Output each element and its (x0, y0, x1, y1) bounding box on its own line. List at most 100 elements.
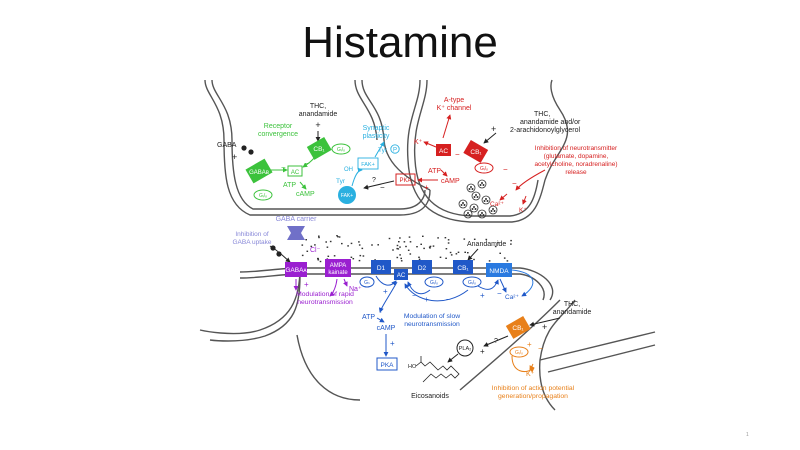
atp-to-camp-arrow (299, 181, 307, 190)
cb1-receptor-blue (453, 260, 473, 274)
nmda-label: NMDA (489, 268, 509, 275)
neurotransmitter-dot (318, 236, 320, 239)
neurotransmitter-dot (439, 256, 442, 258)
vesicle-content (469, 185, 472, 188)
vesicle (488, 205, 498, 215)
ac-blue-label: AC (397, 273, 406, 279)
neurotransmitter-dot (444, 237, 447, 239)
vesicle (466, 183, 476, 193)
vesicle-content (486, 199, 489, 202)
vesicle-content (468, 187, 471, 190)
cb1-receptor-orange (505, 315, 531, 339)
vesicle-content (471, 207, 474, 210)
neurotransmitter-inhibition-label-3: acetylcholine, noradrenaline) (534, 161, 617, 168)
vesicle-content (483, 199, 486, 202)
atype-k-channel-label-2: K⁺ channel (437, 105, 472, 112)
right-terminal-right (544, 79, 569, 181)
post-left-cell (199, 267, 301, 335)
cb1-receptor-red (463, 139, 489, 163)
neurotransmitter-dot (506, 260, 509, 262)
gio-label-orange: Gᵢ/ₒ (515, 350, 523, 356)
eicosanoid-structure (415, 361, 460, 383)
plus-sign: + (390, 339, 395, 348)
neurotransmitter-dot (337, 236, 339, 238)
neurotransmitter-dot (464, 251, 466, 253)
neurotransmitter-dot (400, 257, 402, 260)
right-terminal-outer (406, 79, 546, 223)
rapid-neurotransmission-label-1: Modulation of rapid (296, 291, 354, 298)
gaba-molecule (248, 149, 254, 155)
neurotransmitter-dot (457, 251, 460, 253)
plus-sign: + (424, 295, 429, 304)
plus-sign: + (232, 152, 237, 162)
plus-sign: + (491, 124, 496, 134)
neurotransmitter-dot (455, 253, 458, 255)
minus-sign: − (503, 165, 508, 174)
left-terminal-inner (211, 79, 426, 210)
gabaa-receptor (285, 262, 307, 277)
gio-protein-green (331, 143, 351, 155)
minus-sign: − (446, 295, 451, 304)
vesicle-content (460, 203, 463, 206)
neurotransmitter-dot (503, 257, 506, 259)
gaba-molecule (276, 251, 282, 257)
k-channel-arrow (522, 195, 527, 205)
neurotransmitter-dot (396, 247, 398, 250)
vesicle-content (471, 187, 474, 190)
gio-label-red: Gᵢ/ₒ (480, 166, 488, 172)
atp-to-camp-blue-arrow (376, 317, 385, 323)
receptor-convergence-label-2: convergence (258, 131, 298, 138)
minus-sign: − (380, 183, 385, 192)
gabaa-label: GABAᴀ (285, 267, 307, 274)
d1-label: D1 (377, 265, 386, 272)
k-orange-arrow (529, 363, 535, 371)
neurotransmitter-dot (432, 245, 435, 247)
post-bottom-right (459, 299, 561, 391)
vesicle-content (465, 213, 468, 216)
gaba-carrier-label: GABA carrier (276, 216, 318, 223)
gaba-uptake-inhibition-label-1: Inhibition of (235, 231, 268, 238)
cb1-label-orange: CB₁ (512, 325, 524, 332)
neurotransmitter-dot (371, 244, 373, 246)
fak-label: FAK+ (341, 193, 353, 199)
cl-label: Cl⁻ (310, 247, 321, 254)
pka-red-label: PKA (399, 178, 411, 184)
top-right-red-pathway: A-type K⁺ channel K⁺ THC, anandamide and… (395, 97, 618, 219)
neurotransmitter-dot (399, 237, 401, 239)
k-plus-label-orange: K⁺ (526, 371, 535, 378)
neurotransmitter-dot (400, 260, 403, 262)
page-number: 1 (746, 432, 749, 438)
neurotransmitter-dot (499, 252, 501, 254)
membranes (199, 79, 656, 411)
gio-protein-orange (509, 346, 529, 358)
synaptic-plasticity-label-2: plasticity (363, 133, 390, 140)
gaba-molecule (241, 145, 247, 151)
camp-label-green: cAMP (296, 191, 315, 198)
ac-red-label: AC (439, 148, 448, 155)
neurotransmitter-dot (362, 255, 365, 257)
vesicle-content (491, 207, 494, 210)
gabab-receptor (245, 158, 273, 184)
vesicle-content (474, 193, 477, 196)
plus-sign: + (480, 291, 485, 300)
ac-to-camp-blue-arrow (378, 281, 398, 313)
plus-sign: + (315, 120, 320, 130)
neurotransmitter-dot (319, 260, 322, 263)
neurotransmitter-dot (327, 255, 330, 257)
right-axon-top (539, 331, 656, 361)
ac-blue-box (394, 269, 408, 280)
gs-protein (359, 276, 375, 288)
cb1-receptor-green (306, 136, 332, 160)
vesicle (458, 199, 468, 209)
vesicle (469, 203, 479, 213)
neurotransmitter-dot (301, 254, 304, 257)
neurotransmitter-inhibition-label-1: Inhibition of neurotransmitter (535, 145, 618, 152)
gio-label-blue-2: Gᵢ/ₒ (468, 280, 476, 286)
pka-to-fak-arrow (363, 180, 395, 190)
plus-sign: + (365, 183, 370, 192)
vesicle-content (479, 213, 482, 216)
cb1-to-pla2-arrow (483, 335, 509, 347)
vesicle-content (482, 183, 485, 186)
ac-red-box (436, 144, 451, 156)
